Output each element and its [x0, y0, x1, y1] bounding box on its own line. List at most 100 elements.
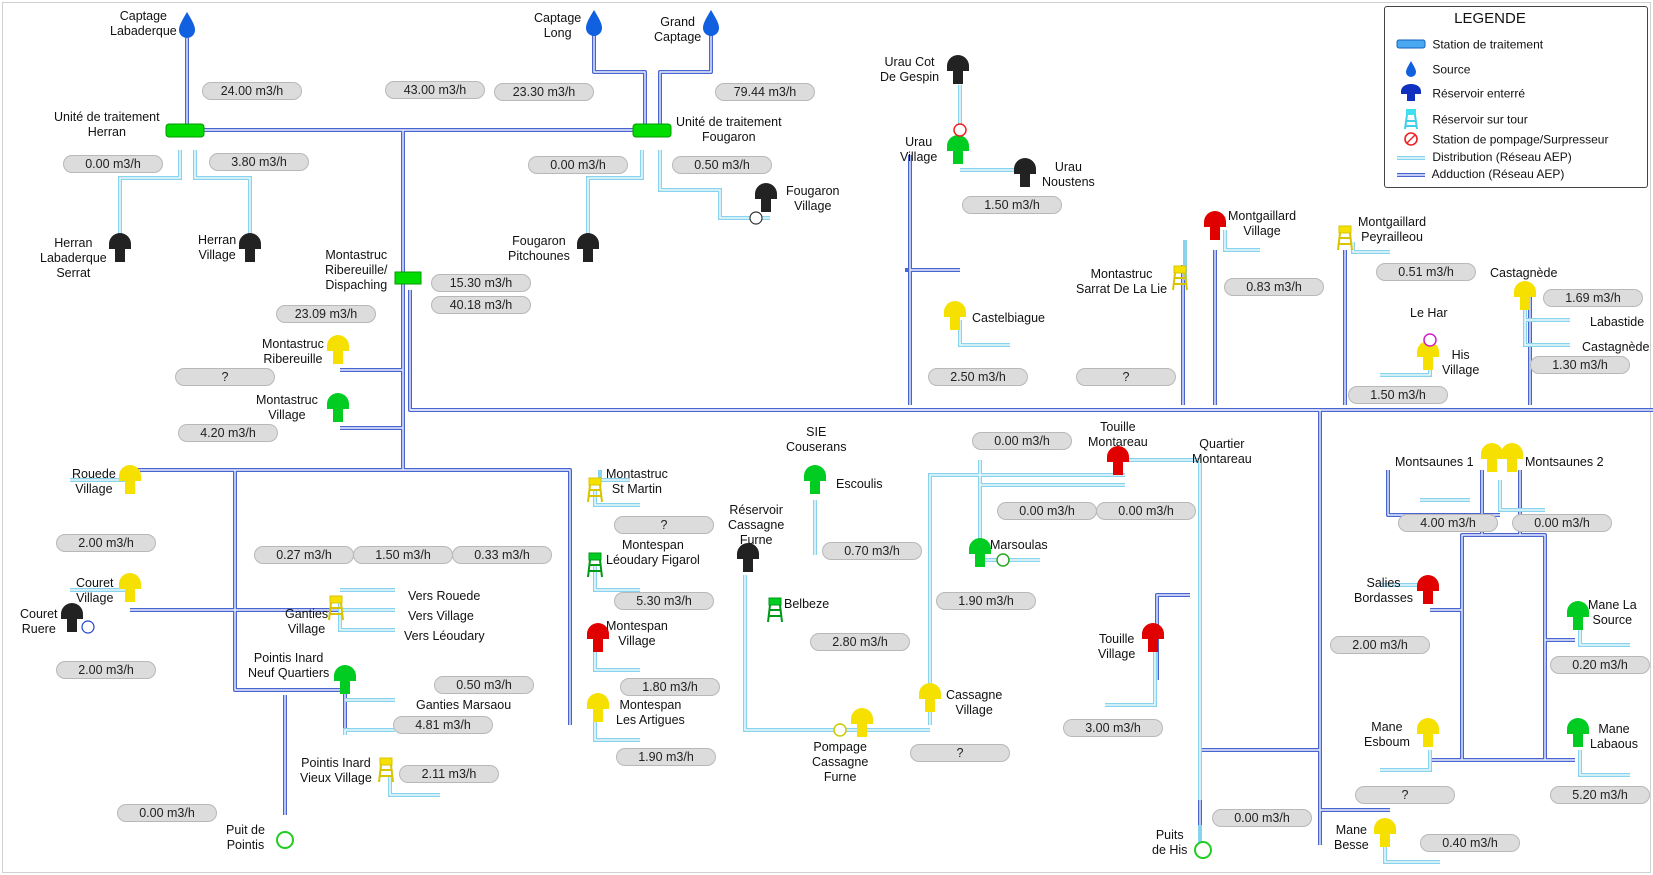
flow-value[interactable]: 0.51 m3/h: [1376, 263, 1476, 281]
buried-reservoir-icon[interactable]: [1204, 211, 1226, 240]
flow-value[interactable]: 0.00 m3/h: [1512, 514, 1612, 532]
flow-value[interactable]: 0.00 m3/h: [972, 432, 1072, 450]
buried-reservoir-icon[interactable]: [1567, 601, 1589, 630]
flow-value[interactable]: ?: [614, 516, 714, 534]
buried-reservoir-icon[interactable]: [1501, 443, 1523, 472]
buried-reservoir-icon[interactable]: [804, 465, 826, 494]
treatment-station-icon[interactable]: [394, 271, 422, 285]
buried-reservoir-icon[interactable]: [947, 55, 969, 84]
buried-reservoir-icon[interactable]: [61, 603, 83, 632]
flow-value[interactable]: 4.00 m3/h: [1398, 514, 1498, 532]
buried-reservoir-icon[interactable]: [919, 683, 941, 712]
flow-value[interactable]: 0.00 m3/h: [997, 502, 1097, 520]
source-drop-icon[interactable]: [586, 10, 602, 36]
buried-reservoir-icon[interactable]: [577, 233, 599, 262]
buried-reservoir-icon[interactable]: [119, 573, 141, 602]
treatment-station-icon[interactable]: [632, 123, 672, 138]
flow-value[interactable]: 40.18 m3/h: [431, 296, 531, 314]
buried-reservoir-icon[interactable]: [1374, 818, 1396, 847]
flow-value[interactable]: ?: [1076, 368, 1176, 386]
pumping-station-icon[interactable]: [749, 211, 763, 225]
flow-value[interactable]: 3.80 m3/h: [209, 153, 309, 171]
flow-value[interactable]: 2.00 m3/h: [56, 661, 156, 679]
flow-value[interactable]: 79.44 m3/h: [715, 83, 815, 101]
buried-reservoir-icon[interactable]: [1514, 281, 1536, 310]
legend-label: Distribution (Réseau AEP): [1432, 150, 1572, 164]
buried-reservoir-icon[interactable]: [1567, 718, 1589, 747]
flow-value[interactable]: 0.50 m3/h: [434, 676, 534, 694]
buried-reservoir-icon[interactable]: [944, 301, 966, 330]
source-drop-icon[interactable]: [703, 10, 719, 36]
flow-value[interactable]: 4.20 m3/h: [178, 424, 278, 442]
buried-reservoir-icon[interactable]: [1142, 623, 1164, 652]
flow-value[interactable]: ?: [175, 368, 275, 386]
pumping-station-icon[interactable]: [81, 620, 95, 634]
flow-value[interactable]: 5.20 m3/h: [1550, 786, 1650, 804]
pumping-station-icon[interactable]: [1423, 333, 1437, 347]
flow-value[interactable]: 0.00 m3/h: [1096, 502, 1196, 520]
flow-value[interactable]: 15.30 m3/h: [431, 274, 531, 292]
buried-reservoir-icon[interactable]: [1014, 158, 1036, 187]
flow-value[interactable]: 1.30 m3/h: [1530, 356, 1630, 374]
pumping-station-icon[interactable]: [276, 831, 294, 849]
flow-value[interactable]: 0.83 m3/h: [1224, 278, 1324, 296]
flow-value[interactable]: 0.33 m3/h: [452, 546, 552, 564]
flow-value[interactable]: 24.00 m3/h: [202, 82, 302, 100]
flow-value[interactable]: 2.00 m3/h: [1330, 636, 1430, 654]
buried-reservoir-icon[interactable]: [851, 708, 873, 737]
buried-reservoir-icon[interactable]: [327, 335, 349, 364]
flow-value[interactable]: 0.40 m3/h: [1420, 834, 1520, 852]
flow-value[interactable]: 0.20 m3/h: [1550, 656, 1650, 674]
flow-value[interactable]: 4.81 m3/h: [393, 716, 493, 734]
flow-value[interactable]: 43.00 m3/h: [385, 81, 485, 99]
flow-value[interactable]: 3.00 m3/h: [1063, 719, 1163, 737]
pumping-station-icon[interactable]: [953, 123, 967, 137]
flow-value[interactable]: 1.50 m3/h: [1348, 386, 1448, 404]
buried-reservoir-icon[interactable]: [1417, 575, 1439, 604]
flow-value[interactable]: 23.30 m3/h: [494, 83, 594, 101]
flow-value[interactable]: 0.00 m3/h: [63, 155, 163, 173]
flow-value[interactable]: 0.70 m3/h: [822, 542, 922, 560]
tower-reservoir-icon[interactable]: [1337, 225, 1353, 251]
pumping-station-icon[interactable]: [1194, 841, 1212, 859]
flow-value[interactable]: 0.50 m3/h: [672, 156, 772, 174]
pumping-station-icon[interactable]: [833, 723, 847, 737]
buried-reservoir-icon[interactable]: [969, 538, 991, 567]
buried-reservoir-icon[interactable]: [1417, 718, 1439, 747]
flow-value[interactable]: 1.50 m3/h: [962, 196, 1062, 214]
buried-reservoir-icon[interactable]: [755, 183, 777, 212]
flow-value[interactable]: 1.69 m3/h: [1543, 289, 1643, 307]
flow-value[interactable]: 1.90 m3/h: [616, 748, 716, 766]
node-label-marsoulas: Marsoulas: [990, 538, 1048, 552]
buried-reservoir-icon[interactable]: [109, 233, 131, 262]
buried-reservoir-icon[interactable]: [947, 135, 969, 164]
tower-reservoir-icon[interactable]: [767, 597, 783, 623]
flow-value[interactable]: 0.00 m3/h: [117, 804, 217, 822]
buried-reservoir-icon[interactable]: [1107, 446, 1129, 475]
buried-reservoir-icon[interactable]: [327, 393, 349, 422]
buried-reservoir-icon[interactable]: [239, 233, 261, 262]
flow-value[interactable]: 1.50 m3/h: [353, 546, 453, 564]
buried-reservoir-icon[interactable]: [1481, 443, 1503, 472]
source-drop-icon[interactable]: [179, 12, 195, 38]
flow-value[interactable]: 1.90 m3/h: [936, 592, 1036, 610]
flow-value[interactable]: 1.80 m3/h: [620, 678, 720, 696]
legend-label: Réservoir enterré: [1432, 86, 1526, 101]
flow-value[interactable]: ?: [910, 744, 1010, 762]
flow-value[interactable]: 2.80 m3/h: [810, 633, 910, 651]
pumping-station-icon[interactable]: [996, 553, 1010, 567]
flow-value[interactable]: 23.09 m3/h: [276, 305, 376, 323]
flow-value[interactable]: 5.30 m3/h: [614, 592, 714, 610]
flow-value[interactable]: 2.00 m3/h: [56, 534, 156, 552]
flow-value[interactable]: 0.27 m3/h: [254, 546, 354, 564]
buried-reservoir-icon[interactable]: [587, 693, 609, 722]
flow-value[interactable]: 0.00 m3/h: [528, 156, 628, 174]
flow-value[interactable]: 2.11 m3/h: [399, 765, 499, 783]
flow-value[interactable]: 0.00 m3/h: [1212, 809, 1312, 827]
flow-value[interactable]: ?: [1355, 786, 1455, 804]
buried-reservoir-icon[interactable]: [119, 465, 141, 494]
treatment-station-icon[interactable]: [165, 123, 205, 138]
flow-value[interactable]: 2.50 m3/h: [928, 368, 1028, 386]
